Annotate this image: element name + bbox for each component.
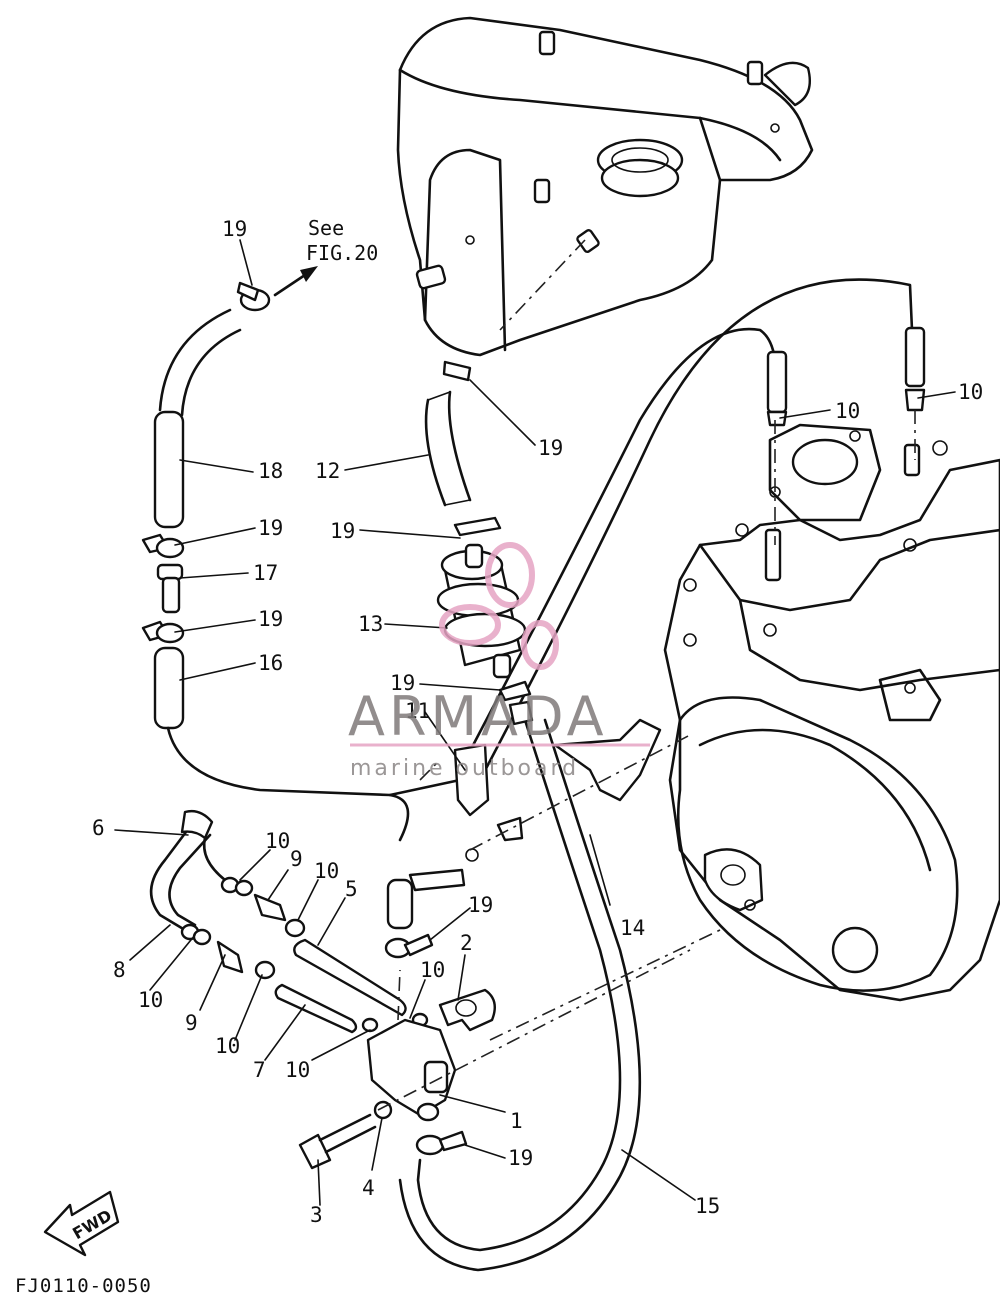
hose-7: [274, 983, 358, 1034]
callout-10: 10: [835, 399, 860, 423]
callout-10: 10: [138, 988, 163, 1012]
callout-10: 10: [958, 380, 983, 404]
callout-10: 10: [285, 1058, 310, 1082]
callout-9: 9: [185, 1011, 198, 1035]
fuel-pump: [298, 988, 496, 1170]
callouts: 19 18 19 17 19 16 12 19 19 13 19 11 10 1…: [92, 217, 983, 1227]
callout-19: 19: [390, 671, 415, 695]
leader-lines: [114, 239, 956, 1206]
drawing-code: FJ0110-0050: [15, 1275, 152, 1297]
callout-19: 19: [258, 516, 283, 540]
gasket: [438, 988, 496, 1032]
callout-3: 3: [310, 1203, 323, 1227]
callout-11: 11: [405, 699, 430, 723]
callout-19: 19: [222, 217, 247, 241]
mounting-bracket: [408, 718, 662, 892]
callout-19: 19: [258, 607, 283, 631]
callout-8: 8: [113, 958, 126, 982]
callout-9: 9: [290, 847, 303, 871]
callout-10: 10: [314, 859, 339, 883]
watermark: ARMADA marine outboard: [348, 542, 650, 781]
callout-10: 10: [215, 1034, 240, 1058]
figure-label: FIG.20: [306, 241, 378, 265]
hoses: [149, 278, 926, 1272]
callout-16: 16: [258, 651, 283, 675]
callout-5: 5: [345, 877, 358, 901]
hose-5: [293, 938, 407, 1017]
callout-7: 7: [253, 1058, 266, 1082]
see-figure-reference: See FIG.20: [306, 216, 378, 265]
callout-19: 19: [508, 1146, 533, 1170]
callout-2: 2: [460, 931, 473, 955]
callout-12: 12: [315, 459, 340, 483]
oil-tank: [396, 16, 814, 357]
hose-16: [153, 646, 185, 730]
callout-13: 13: [358, 612, 383, 636]
callout-1: 1: [510, 1109, 523, 1133]
engine-block: [663, 423, 1000, 1002]
watermark-tagline: marine outboard: [350, 756, 579, 781]
fuel-filter: [436, 516, 527, 679]
callout-19: 19: [468, 893, 493, 917]
forward-direction-arrow: FWD: [43, 1190, 120, 1257]
callout-10: 10: [265, 829, 290, 853]
fittings: [141, 281, 534, 1156]
watermark-logo: [439, 542, 559, 670]
callout-18: 18: [258, 459, 283, 483]
callout-14: 14: [620, 916, 645, 940]
callout-19: 19: [330, 519, 355, 543]
callout-15: 15: [695, 1194, 720, 1218]
callout-17: 17: [253, 561, 278, 585]
bolt: [298, 1133, 332, 1170]
callout-4: 4: [362, 1176, 375, 1200]
assembly-lines: [377, 239, 916, 1111]
callout-6: 6: [92, 816, 105, 840]
hose-18: [153, 410, 185, 529]
callout-10: 10: [420, 958, 445, 982]
callout-19: 19: [538, 436, 563, 460]
see-label: See: [308, 216, 344, 240]
watermark-brand: ARMADA: [348, 685, 608, 748]
